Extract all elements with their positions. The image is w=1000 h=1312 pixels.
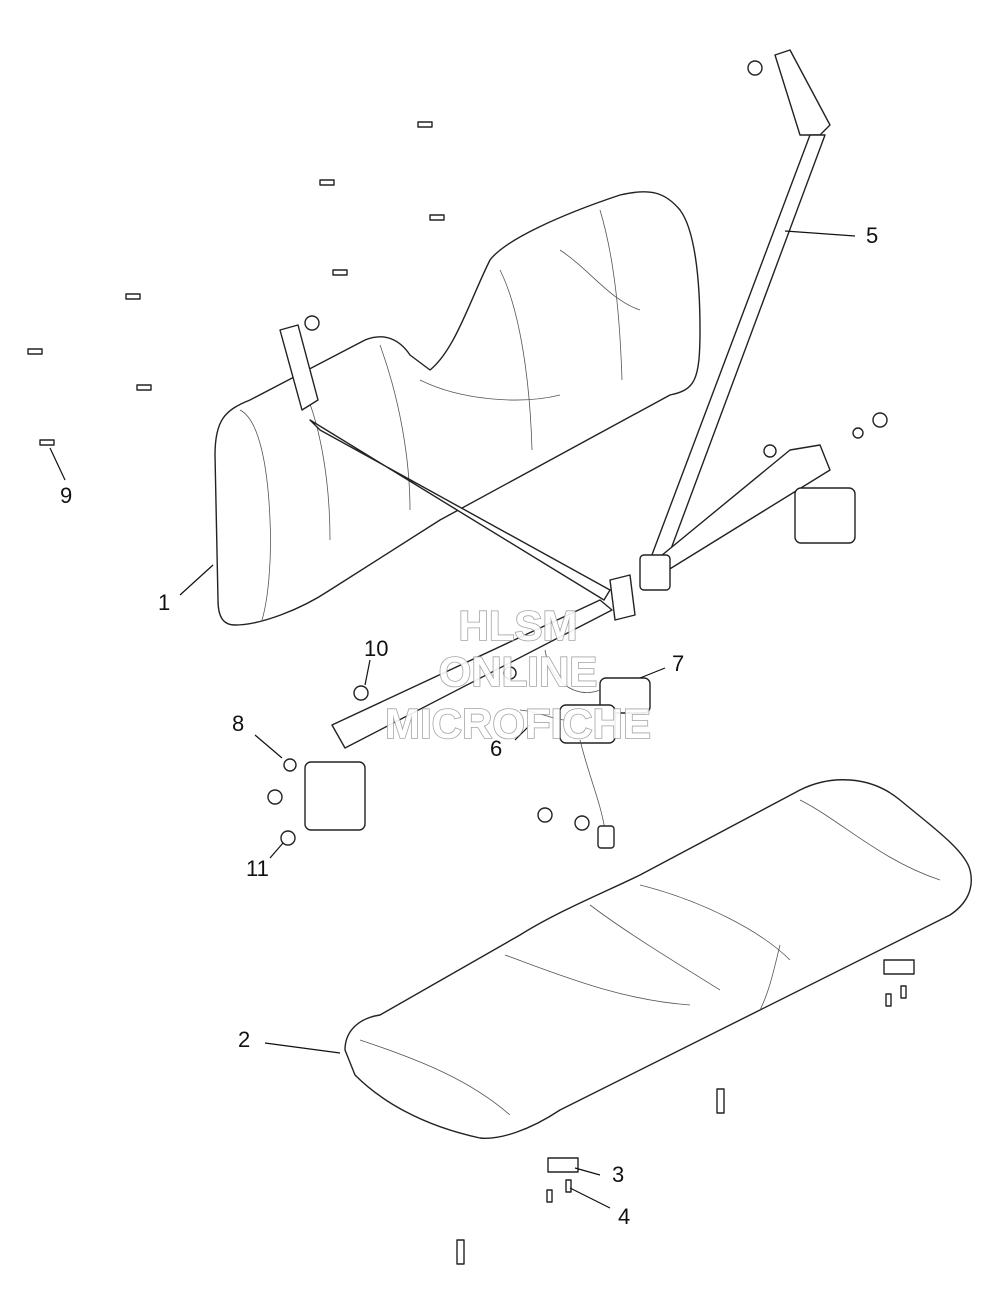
callout-10: 10 — [364, 636, 388, 661]
callout-labels: 1 2 3 4 5 6 7 8 9 10 11 — [60, 223, 878, 1229]
watermark-line-1: HLSM — [459, 602, 578, 649]
watermark-line-2: ONLINE — [439, 648, 598, 695]
callout-7: 7 — [672, 651, 684, 676]
shoulder-belt — [639, 49, 856, 591]
seat-back — [214, 191, 701, 626]
callout-1: 1 — [158, 590, 170, 615]
callout-3: 3 — [612, 1162, 624, 1187]
callout-6: 6 — [490, 736, 502, 761]
callout-9: 9 — [60, 483, 72, 508]
callout-8: 8 — [232, 711, 244, 736]
hardware — [27, 60, 915, 1265]
buckle-assembly — [519, 649, 651, 849]
callout-2: 2 — [238, 1027, 250, 1052]
callout-5: 5 — [866, 223, 878, 248]
watermark-line-3: MICROFICHE — [385, 700, 651, 747]
seat-cushion — [344, 779, 972, 1139]
watermark: HLSM ONLINE MICROFICHE — [384, 601, 652, 748]
callout-11: 11 — [246, 856, 269, 881]
callout-4: 4 — [618, 1204, 630, 1229]
leader-lines — [49, 230, 856, 1209]
lap-belt — [279, 324, 636, 831]
